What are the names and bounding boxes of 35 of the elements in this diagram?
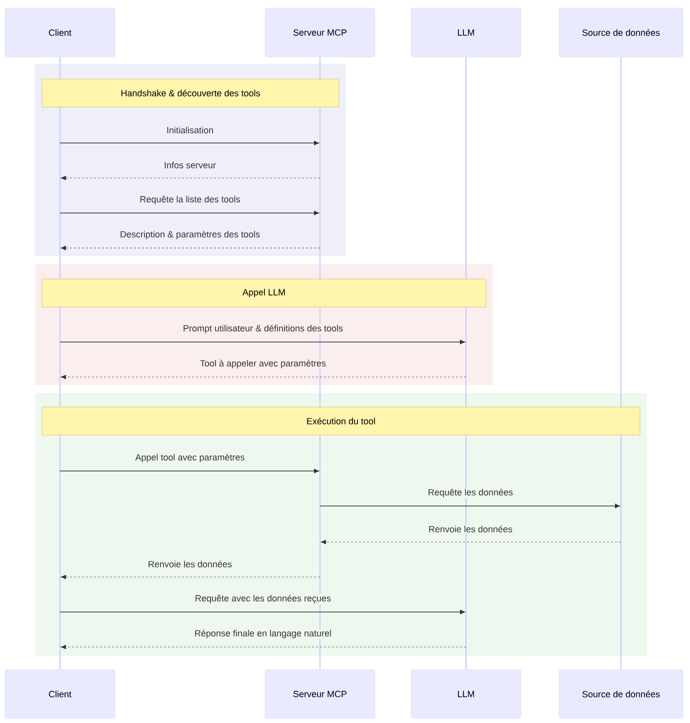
edge-label: Appel tool avec paramètres <box>134 452 246 464</box>
edge-label: Requête la liste des tools <box>138 194 242 206</box>
arrow <box>60 140 319 146</box>
edge-label: Initialisation <box>165 126 214 134</box>
actor-box: Source de données <box>558 669 684 719</box>
edge-label: Tool à appeler avec paramètres <box>198 358 328 370</box>
arrow <box>60 340 465 344</box>
actor-box: Client <box>4 669 116 719</box>
arrow <box>60 574 320 580</box>
actor-box: Serveur MCP <box>264 8 376 58</box>
actor-box: Source de données <box>558 8 684 58</box>
edge-label: Requête avec les données reçues <box>194 594 332 604</box>
arrow <box>60 644 466 650</box>
note-box: Handshake & découverte des tools <box>42 78 340 108</box>
note-box: Exécution du tool <box>42 406 640 436</box>
edge-label: Prompt utilisateur & définitions des tools <box>182 324 344 334</box>
arrow <box>320 504 620 508</box>
edge-label: Description & paramètres des tools <box>118 230 262 240</box>
edge-label: Renvoie les données <box>427 524 514 534</box>
actor-box: Serveur MCP <box>264 669 376 719</box>
arrow <box>60 468 319 474</box>
arrow <box>60 610 465 614</box>
arrow <box>320 540 622 544</box>
actor-box: LLM <box>410 669 522 719</box>
edge-label: Infos serveur <box>163 160 217 170</box>
arrow <box>60 176 320 180</box>
actor-box: Client <box>4 8 116 58</box>
arrow <box>60 210 319 216</box>
actor-box: LLM <box>410 8 522 58</box>
lifeline <box>620 57 622 670</box>
arrow <box>60 374 466 380</box>
note-box: Appel LLM <box>42 278 486 308</box>
edge-label: Renvoie les données <box>146 560 234 568</box>
arrow <box>60 246 320 250</box>
edge-label: Réponse finale en langage naturel <box>193 628 333 640</box>
